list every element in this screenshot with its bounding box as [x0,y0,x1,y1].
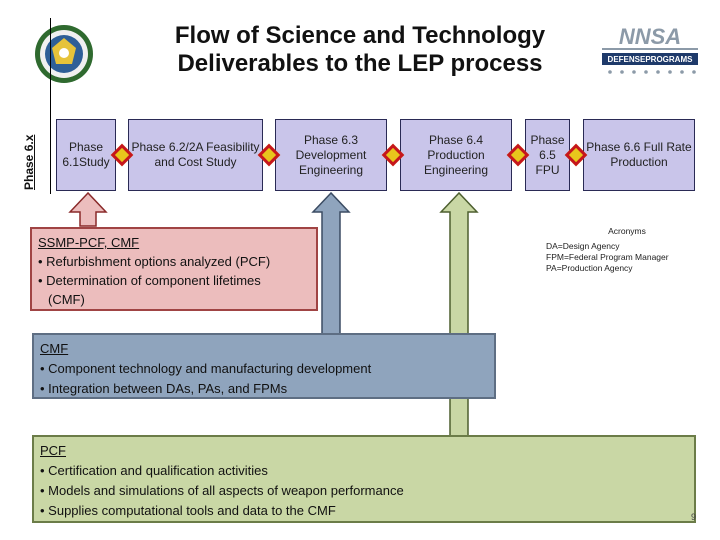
pcf-item: • Supplies computational tools and data … [40,503,336,518]
phase-6-5-label: Phase 6.5 FPU [530,132,565,177]
ssmp-item: • Determination of component lifetimes [38,273,261,288]
pcf-item: • Models and simulations of all aspects … [40,483,404,498]
ssmp-item: (CMF) [48,292,85,307]
acronym-item: FPM=Federal Program Manager [546,252,669,262]
title-line-1: Flow of Science and Technology [174,22,546,49]
svg-text:DEFENSEPROGRAMS: DEFENSEPROGRAMS [608,55,694,64]
phase-6-2-label: Phase 6.2/2A Feasibility and Cost Study [131,140,260,169]
acronym-item: PA=Production Agency [546,263,633,273]
phase-6-6-box: Phase 6.6 Full Rate Production [583,119,695,191]
cmf-item: • Integration between DAs, PAs, and FPMs [40,381,288,396]
pcf-box: PCF • Certification and qualification ac… [32,435,696,523]
phase-6-1-label: Phase 6.1Study [62,140,110,169]
phase-6-4-label: Phase 6.4 Production Engineering [423,132,489,177]
phase-6-4-box: Phase 6.4 Production Engineering [400,119,512,191]
phase-6-3-box: Phase 6.3 Development Engineering [275,119,387,191]
phase-6-3-label: Phase 6.3 Development Engineering [295,132,367,177]
page-number: 9 [691,512,697,522]
pcf-item: • Certification and qualification activi… [40,463,268,478]
svg-text:NNSA: NNSA [619,24,681,49]
page-title: Flow of Science and Technology Deliverab… [150,22,570,78]
cmf-heading: CMF [40,341,69,356]
title-line-2: Deliverables to the LEP process [177,50,543,77]
phase-6-1-box: Phase 6.1Study [56,119,116,191]
phase-6-6-label: Phase 6.6 Full Rate Production [586,140,692,169]
pcf-heading: PCF [40,443,66,458]
acronyms-heading: Acronyms [608,226,646,236]
doe-seal-logo [34,24,94,84]
phase-6-2-box: Phase 6.2/2A Feasibility and Cost Study [128,119,263,191]
arrow-to-phase-6-1 [68,191,108,227]
nnsa-defense-programs-logo: NNSA DEFENSEPROGRAMS [600,22,700,78]
ssmp-box: SSMP-PCF, CMF • Refurbishment options an… [30,227,318,311]
acronyms-block: Acronyms DA=Design Agency FPM=Federal Pr… [546,226,696,274]
side-divider-line [50,18,51,194]
ssmp-item: • Refurbishment options analyzed (PCF) [38,254,271,269]
phase-6-5-box: Phase 6.5 FPU [525,119,570,191]
acronym-item: DA=Design Agency [546,241,620,251]
arrow-to-phase-6-4 [439,191,479,439]
ssmp-heading: SSMP-PCF, CMF [38,235,140,250]
arrow-to-phase-6-3 [311,191,351,337]
cmf-box: CMF • Component technology and manufactu… [32,333,496,399]
cmf-item: • Component technology and manufacturing… [40,361,372,376]
